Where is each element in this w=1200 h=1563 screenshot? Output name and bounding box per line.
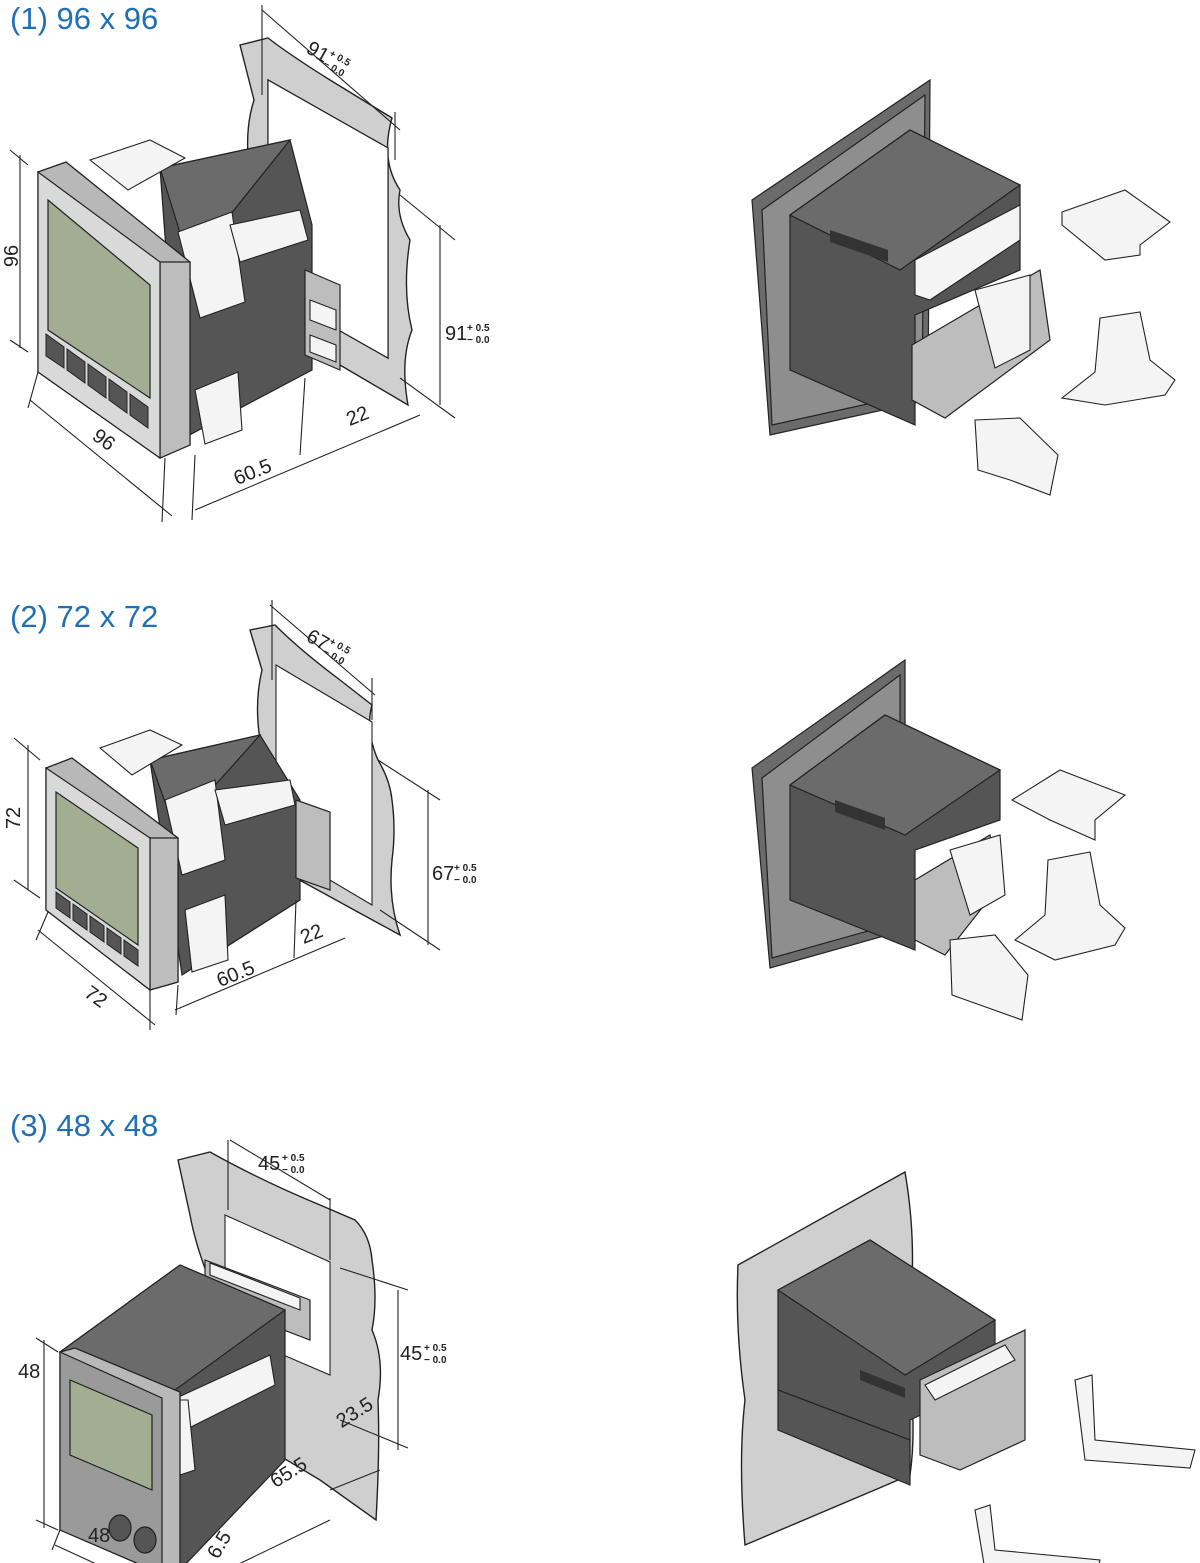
vent-slot — [830, 230, 888, 262]
section-title: (3) 48 x 48 — [10, 1108, 158, 1143]
vent-slot — [835, 800, 885, 830]
front-keys — [55, 891, 139, 967]
loose-clip-2 — [1060, 311, 1176, 406]
clip-mounted — [949, 834, 1006, 916]
svg-text:+ 0.5: + 0.5 — [467, 323, 490, 334]
front-height-label: 48 — [18, 1361, 40, 1383]
loose-clip-1 — [1074, 1374, 1196, 1469]
vent-slot — [860, 1370, 905, 1398]
top-clip — [98, 729, 184, 776]
clip-mounted — [974, 274, 1031, 369]
dimension-lines — [9, 5, 456, 523]
loose-clip-3 — [949, 934, 1029, 1021]
section-48x48: (3) 48 x 48 — [10, 1108, 1196, 1563]
rear-view-72 — [751, 658, 1127, 1021]
svg-text:− 0.0: − 0.0 — [424, 1355, 447, 1366]
front-button-left — [108, 1514, 132, 1542]
section-72x72: (2) 72 x 72 — [3, 599, 1127, 1030]
front-button-right — [133, 1526, 157, 1554]
svg-text:− 0.0: − 0.0 — [454, 875, 477, 886]
front-height-label: 96 — [1, 245, 23, 267]
svg-text:67: 67 — [432, 863, 454, 885]
dimension-lines — [13, 600, 441, 1030]
svg-text:− 0.0: − 0.0 — [282, 1165, 305, 1176]
front-keys — [45, 333, 149, 429]
section-title: (1) 96 x 96 — [10, 1, 158, 36]
rear-view-48 — [736, 1170, 1196, 1563]
cutout-height-dim: 45 + 0.5 − 0.0 — [400, 1343, 447, 1366]
loose-clip-1 — [1010, 769, 1127, 841]
cutout-height-dim: 91 + 0.5 − 0.0 — [445, 323, 490, 346]
depth-label: 60.5 — [231, 455, 275, 490]
side-clip-upper — [177, 211, 246, 319]
front-height-label: 72 — [3, 807, 25, 829]
svg-text:+ 0.5: + 0.5 — [282, 1153, 305, 1164]
loose-clip-1 — [1061, 189, 1171, 261]
cutout-width-dim: 91 + 0.5 − 0.0 — [303, 37, 353, 79]
rear-view-96 — [751, 78, 1176, 496]
top-clip — [88, 139, 187, 191]
svg-text:+ 0.5: + 0.5 — [424, 1343, 447, 1354]
svg-text:45: 45 — [400, 1343, 422, 1365]
terminal-block — [295, 799, 331, 891]
loose-clip-2 — [1014, 851, 1126, 961]
svg-text:− 0.0: − 0.0 — [467, 335, 490, 346]
svg-text:45: 45 — [258, 1153, 280, 1175]
cutout-width-dim: 45 + 0.5 − 0.0 — [258, 1153, 305, 1176]
terminal-depth-label: 22 — [343, 402, 372, 431]
lcd-display — [47, 198, 151, 400]
front-width-label: 48 — [88, 1525, 110, 1547]
lcd-display — [69, 1379, 153, 1491]
dimension-lines — [35, 1139, 409, 1563]
side-clip-lower — [194, 371, 243, 445]
svg-text:91: 91 — [445, 323, 467, 345]
front-width-label: 72 — [80, 982, 111, 1013]
section-96x96: (1) 96 x 96 — [1, 1, 1176, 523]
loose-clip-2 — [974, 1504, 1101, 1563]
section-title: (2) 72 x 72 — [10, 599, 158, 634]
svg-text:+ 0.5: + 0.5 — [454, 863, 477, 874]
loose-clip-3 — [974, 417, 1059, 496]
lcd-display — [55, 790, 139, 947]
side-clip-lower — [184, 894, 229, 973]
terminal-depth-label: 22 — [297, 920, 326, 949]
cutout-height-dim: 67 + 0.5 − 0.0 — [432, 863, 477, 886]
